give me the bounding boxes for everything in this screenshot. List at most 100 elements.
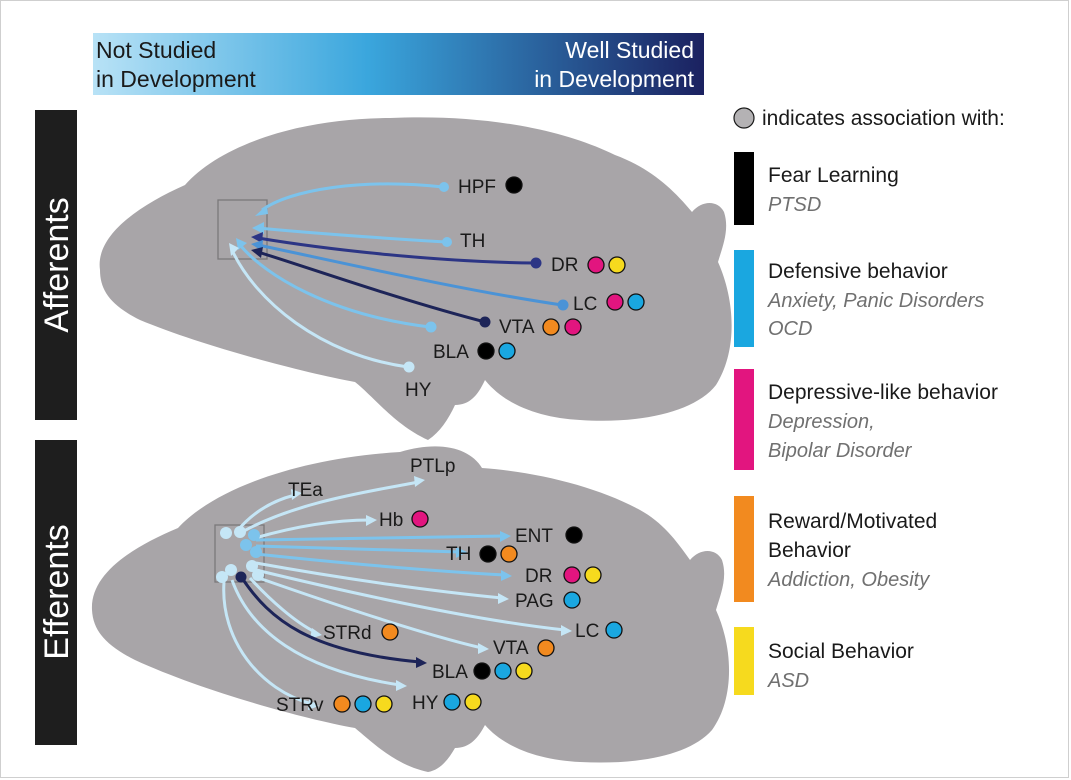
- legend-reward: Reward/Motivated Behavior Addiction, Obe…: [734, 496, 937, 602]
- projection-hpf: [261, 182, 444, 212]
- eff-arrow-bla: [416, 657, 427, 668]
- legend-grey-dot-icon: [733, 107, 755, 129]
- efferents-panel: PTLp TEa Hb ENT TH DR PAG LC STRd VTA BL…: [91, 446, 730, 772]
- eff-src-dot-6: [225, 564, 237, 576]
- projection-bla: [238, 244, 431, 329]
- eff-src-dot-4: [240, 539, 252, 551]
- eff-assoc-pag-defensive: [563, 591, 581, 609]
- projection-hy: [230, 249, 409, 369]
- legend: indicates association with: Fear Learnin…: [733, 107, 1005, 695]
- afferents-region-labels: HPF TH DR LC VTA BLA HY: [405, 176, 645, 401]
- efferents-label: Efferents: [38, 524, 76, 659]
- arrow-dr: [251, 232, 263, 243]
- afferents-projections: [229, 182, 569, 373]
- aff-assoc-vta-depressive: [564, 318, 582, 336]
- dot-th: [442, 237, 452, 247]
- eff-proj-strd: [248, 576, 316, 634]
- eff-assoc-ent-fear: [565, 526, 583, 544]
- eff-assoc-bla-fear: [473, 662, 491, 680]
- eff-assoc-hy-social: [464, 693, 482, 711]
- aff-assoc-lc-depressive: [606, 293, 624, 311]
- eff-proj-ptlp: [241, 480, 419, 534]
- dot-bla: [425, 321, 437, 333]
- eff-assoc-bla-social: [515, 662, 533, 680]
- projection-vta: [257, 250, 486, 324]
- aff-label-th: TH: [460, 231, 485, 252]
- projection-th: [257, 226, 447, 244]
- eff-label-bla: BLA: [432, 662, 468, 683]
- eff-proj-lc: [255, 568, 566, 632]
- eff-arrow-tea: [291, 489, 302, 500]
- eff-label-th: TH: [446, 544, 471, 565]
- dot-dr: [530, 257, 542, 269]
- eff-proj-strv: [222, 581, 313, 706]
- arrow-hpf: [255, 205, 268, 216]
- eff-label-hy: HY: [412, 693, 439, 714]
- eff-assoc-vta-reward: [537, 639, 555, 657]
- legend-social-title: Social Behavior: [768, 640, 914, 663]
- afferents-label-box: [35, 110, 77, 420]
- eff-arrow-hb: [366, 515, 377, 526]
- eff-src-dot-1: [220, 527, 232, 539]
- aff-assoc-lc-defensive: [627, 293, 645, 311]
- eff-assoc-strv-defensive: [354, 695, 372, 713]
- legend-fear: Fear Learning PTSD: [734, 152, 899, 225]
- aff-label-hy: HY: [405, 380, 432, 401]
- aff-label-hpf: HPF: [458, 177, 496, 198]
- legend-swatch-social: [734, 627, 754, 695]
- eff-arrow-dr: [501, 570, 512, 581]
- arrow-hy: [229, 243, 239, 256]
- eff-proj-pag: [255, 561, 503, 600]
- eff-proj-bla: [240, 577, 421, 664]
- legend-defensive: Defensive behavior Anxiety, Panic Disord…: [734, 250, 984, 347]
- eff-assoc-lc-defensive: [605, 621, 623, 639]
- arrow-th: [252, 222, 264, 234]
- gradient-left-line1: Not Studied: [96, 37, 216, 63]
- legend-swatch-reward: [734, 496, 754, 602]
- eff-proj-ent: [255, 534, 505, 542]
- eff-label-vta: VTA: [493, 638, 529, 659]
- eff-arrow-strd: [310, 628, 322, 639]
- eff-arrow-lc: [561, 625, 572, 636]
- dot-vta: [479, 316, 491, 328]
- eff-assoc-strd-reward: [381, 623, 399, 641]
- arrow-bla: [236, 238, 247, 250]
- legend-defensive-sub2: OCD: [768, 318, 812, 340]
- efferents-label-box: [35, 440, 77, 745]
- eff-label-tea: TEa: [288, 480, 323, 501]
- eff-assoc-th-reward: [500, 545, 518, 563]
- legend-depressive-title: Depressive-like behavior: [768, 381, 998, 404]
- dot-lc: [557, 299, 569, 311]
- eff-src-dot-8: [216, 571, 228, 583]
- dot-hy: [403, 361, 415, 373]
- efferents-region-labels: PTLp TEa Hb ENT TH DR PAG LC STRd VTA BL…: [276, 456, 623, 716]
- eff-arrow-strv: [308, 699, 319, 710]
- eff-label-dr: DR: [525, 566, 552, 587]
- efferents-projections: [216, 476, 572, 710]
- gradient-right-line2: in Development: [534, 66, 694, 92]
- afferents-side-label: Afferents: [35, 110, 77, 420]
- eff-label-ptlp: PTLp: [410, 456, 455, 477]
- gradient-right-line1: Well Studied: [565, 37, 694, 63]
- eff-assoc-dr-social: [584, 566, 602, 584]
- legend-swatch-depressive: [734, 369, 754, 470]
- eff-arrow-ptlp: [414, 476, 425, 487]
- eff-arrow-vta: [478, 643, 489, 654]
- eff-source-dots: [216, 526, 264, 583]
- afferents-label: Afferents: [38, 197, 76, 332]
- eff-proj-tea: [236, 493, 296, 531]
- aff-assoc-hpf-fear: [505, 176, 523, 194]
- legend-reward-sub: Addiction, Obesity: [767, 569, 930, 591]
- legend-social: Social Behavior ASD: [734, 627, 914, 695]
- legend-header: indicates association with:: [762, 107, 1005, 130]
- legend-swatch-defensive: [734, 250, 754, 347]
- efferents-side-label: Efferents: [35, 440, 77, 745]
- eff-label-pag: PAG: [515, 591, 554, 612]
- eff-assoc-th-fear: [479, 545, 497, 563]
- dot-hpf: [439, 182, 449, 192]
- legend-reward-title: Reward/Motivated: [768, 510, 937, 533]
- eff-arrow-pag: [498, 593, 509, 604]
- legend-defensive-sub: Anxiety, Panic Disorders: [767, 290, 984, 312]
- legend-swatch-fear: [734, 152, 754, 225]
